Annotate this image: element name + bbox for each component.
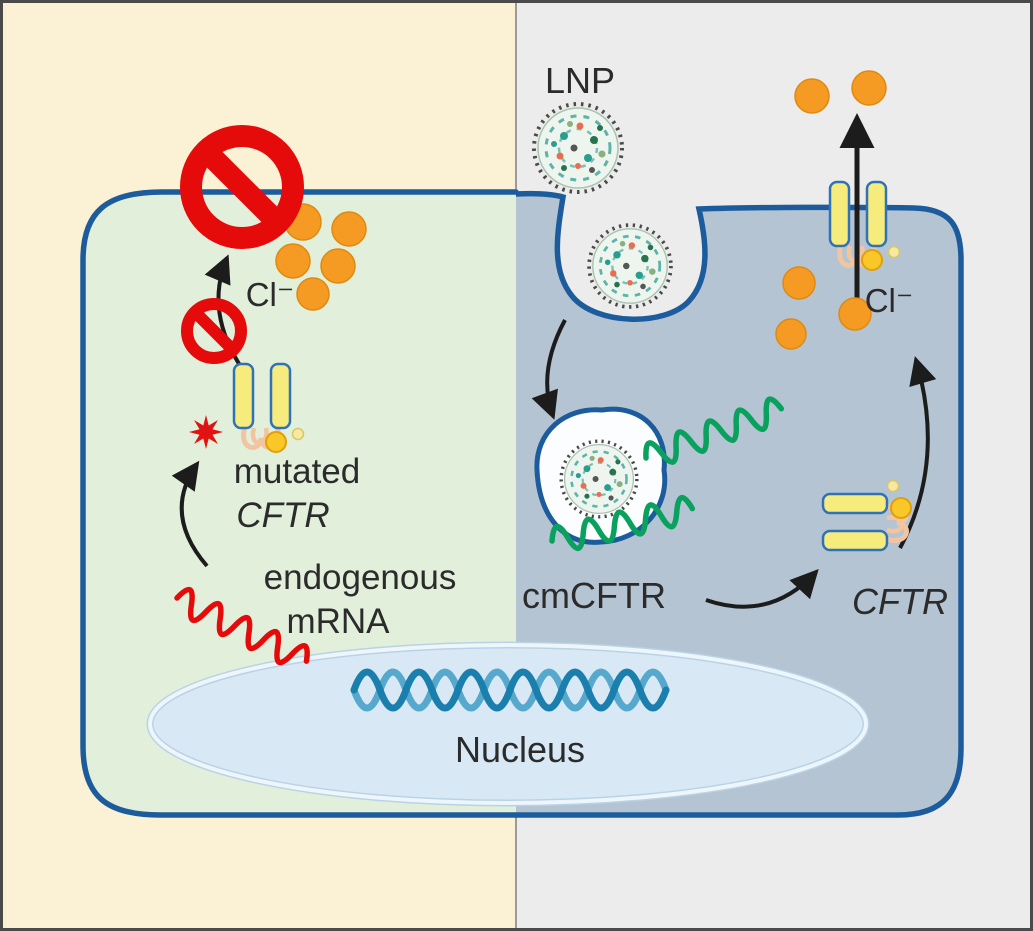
arrow-endocytosis-to-endosome [531, 319, 567, 420]
chloride-ion-icon [851, 70, 887, 106]
prohibition-small-icon [181, 298, 247, 364]
prohibition-large-icon [180, 125, 304, 249]
mutated-cftr-label: CFTR [236, 496, 329, 535]
left-cell-membrane [80, 189, 519, 818]
cftr-corrected-label: CFTR [852, 581, 948, 622]
cmcftr-label: cmCFTR [522, 575, 666, 616]
chloride-ion-icon [320, 248, 356, 284]
lnp-label: LNP [545, 60, 615, 101]
arrow-mrna-to-mutated-protein [171, 460, 209, 568]
chloride-ion-icon [331, 211, 367, 247]
arrow-mrna-to-protein [705, 569, 819, 609]
endogenous-mrna-label: mRNA [286, 602, 390, 641]
endogenous-label: endogenous [264, 558, 457, 597]
arrow-protein-to-membrane [898, 356, 937, 549]
chloride-ion-icon [794, 78, 830, 114]
chloride-label-left: Cl⁻ [246, 276, 295, 313]
chloride-ion-icon [782, 266, 816, 300]
chloride-ions-right [775, 70, 887, 350]
chloride-label-right: Cl⁻ [865, 282, 914, 319]
chloride-ion-icon [296, 277, 330, 311]
chloride-ion-icon [775, 318, 807, 350]
chloride-ion-icon [275, 243, 311, 279]
arrow-mutated-protein-blocked [204, 254, 245, 372]
chloride-ion-icon [838, 297, 872, 331]
nucleus: Nucleus [146, 641, 870, 807]
right-cell-membrane [513, 190, 964, 818]
mutated-label: mutated [234, 452, 360, 491]
nucleus-label: Nucleus [455, 729, 585, 770]
mutation-star-icon [189, 415, 223, 449]
